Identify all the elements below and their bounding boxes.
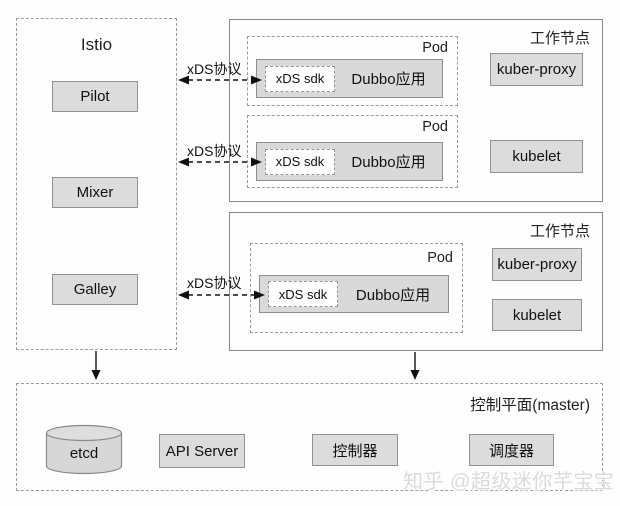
worker-node-1: 工作节点 Pod xDS sdk Dubbo应用 Pod xDS sdk Dub…: [229, 19, 603, 202]
pod-1-label: Pod: [422, 40, 448, 56]
control-plane-group: 控制平面(master) etcd API Server 控制器 调度器: [16, 383, 603, 491]
control-plane-title: 控制平面(master): [470, 397, 590, 414]
controller-label: 控制器: [332, 442, 378, 460]
etcd-cylinder-icon: [45, 424, 123, 475]
pod-2-label: Pod: [422, 119, 448, 135]
worker-node-2-title: 工作节点: [529, 223, 590, 240]
kuber-proxy-label: kuber-proxy: [497, 256, 577, 273]
watermark: 知乎 @超级迷你芊宝宝: [403, 471, 615, 493]
scheduler-label: 调度器: [488, 442, 534, 460]
worker-node-1-title: 工作节点: [529, 30, 590, 47]
xds-protocol-label-2: xDS协议: [187, 143, 242, 159]
xds-protocol-label-3: xDS协议: [187, 275, 242, 291]
dubbo-app-box: xDS sdk Dubbo应用: [256, 142, 443, 181]
component-kubelet: kubelet: [492, 299, 582, 331]
worker-node-2: 工作节点 Pod xDS sdk Dubbo应用 kuber-proxy kub…: [229, 212, 603, 351]
api-server-label: API Server: [165, 442, 239, 460]
component-galley: Galley: [52, 274, 138, 305]
kubelet-label: kubelet: [512, 148, 561, 165]
component-kuber-proxy: kuber-proxy: [492, 248, 582, 281]
component-scheduler: 调度器: [469, 434, 554, 466]
component-mixer-label: Mixer: [76, 184, 114, 201]
kuber-proxy-label: kuber-proxy: [496, 61, 577, 78]
dubbo-app-label: Dubbo应用: [351, 71, 426, 88]
component-pilot-label: Pilot: [80, 88, 110, 105]
component-mixer: Mixer: [52, 177, 138, 208]
dubbo-app-box: xDS sdk Dubbo应用: [256, 59, 443, 98]
component-pilot: Pilot: [52, 81, 138, 112]
component-kuber-proxy: kuber-proxy: [490, 53, 583, 86]
component-api-server: API Server: [159, 434, 245, 468]
xds-sdk-box: xDS sdk: [265, 148, 335, 175]
xds-sdk-box: xDS sdk: [265, 65, 335, 92]
istio-group: Istio Pilot Mixer Galley: [16, 18, 177, 350]
component-etcd: etcd: [45, 424, 123, 476]
dubbo-app-box: xDS sdk Dubbo应用: [259, 275, 449, 313]
component-galley-label: Galley: [73, 281, 117, 298]
dubbo-app-label: Dubbo应用: [351, 154, 426, 171]
xds-protocol-label-1: xDS协议: [187, 61, 242, 77]
istio-title: Istio: [80, 35, 113, 54]
component-kubelet: kubelet: [490, 140, 583, 173]
pod-3-label: Pod: [427, 250, 453, 266]
etcd-label: etcd: [69, 445, 99, 462]
pod-1: Pod xDS sdk Dubbo应用: [247, 36, 458, 106]
pod-2: Pod xDS sdk Dubbo应用: [247, 115, 458, 188]
xds-sdk-box: xDS sdk: [268, 281, 338, 307]
component-controller: 控制器: [312, 434, 398, 466]
kubelet-label: kubelet: [512, 306, 562, 324]
pod-3: Pod xDS sdk Dubbo应用: [250, 243, 463, 333]
dubbo-app-label: Dubbo应用: [355, 286, 431, 304]
